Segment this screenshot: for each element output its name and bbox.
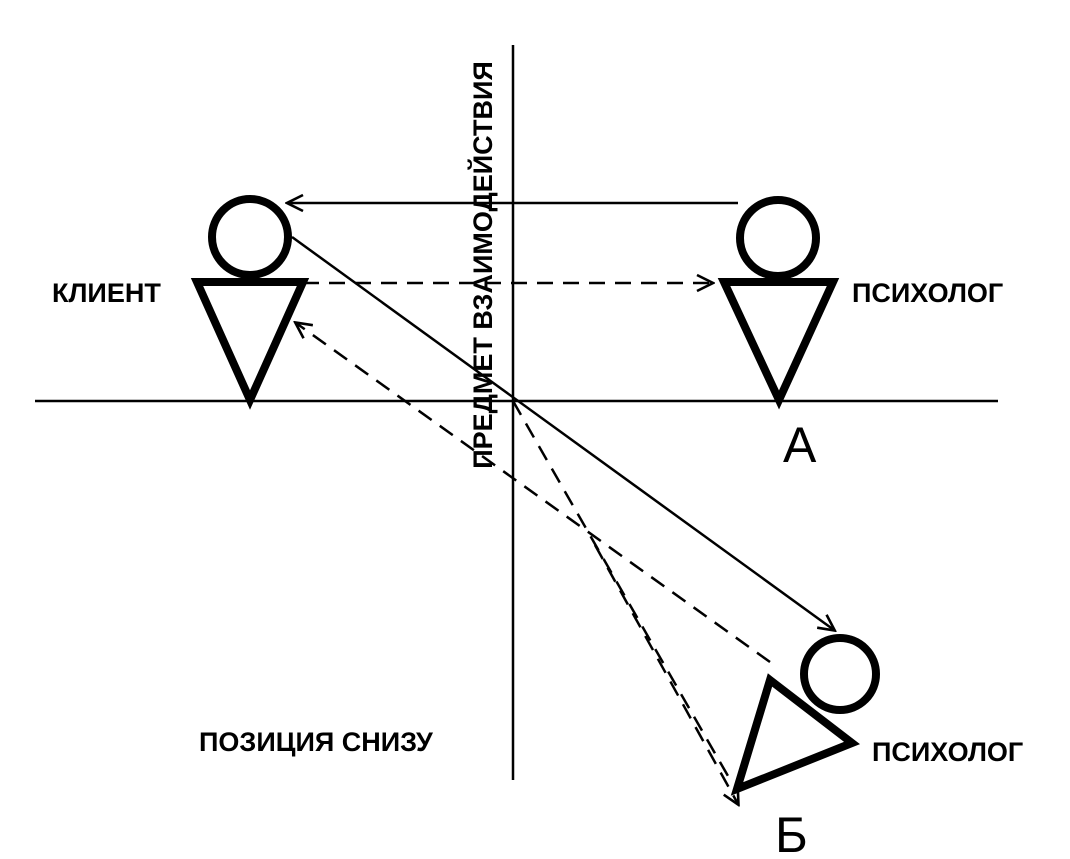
dashed-line-origin-to-psychologist-b <box>511 400 730 777</box>
psychologist-b-head <box>800 634 880 714</box>
client-figure <box>190 195 310 410</box>
dashed-arrow-psychologist-b-to-client <box>296 323 771 664</box>
psychologist-b-figure <box>730 634 880 796</box>
position-bottom-label: ПОЗИЦИЯ СНИЗУ <box>199 727 434 757</box>
vertical-axis-label: ПРЕДМЕТ ВЗАИМОДЕЙСТВИЯ <box>467 61 498 469</box>
client-label: КЛИЕНТ <box>52 278 161 308</box>
position-a-label: А <box>783 417 817 473</box>
psychologist-b-body <box>730 673 861 796</box>
position-b-label: Б <box>775 807 808 859</box>
arrow-client-to-psychologist-b <box>291 235 834 630</box>
psychologist-a-figure <box>717 196 840 410</box>
client-head <box>208 195 292 279</box>
psychologist-a-head <box>736 196 820 280</box>
dashed-arrow-to-psychologist-b-base <box>593 544 738 804</box>
psychologist-b-label: ПСИХОЛОГ <box>872 737 1023 767</box>
client-body <box>190 278 310 410</box>
psychologist-a-body <box>717 278 840 410</box>
psychologist-a-label: ПСИХОЛОГ <box>852 278 1003 308</box>
